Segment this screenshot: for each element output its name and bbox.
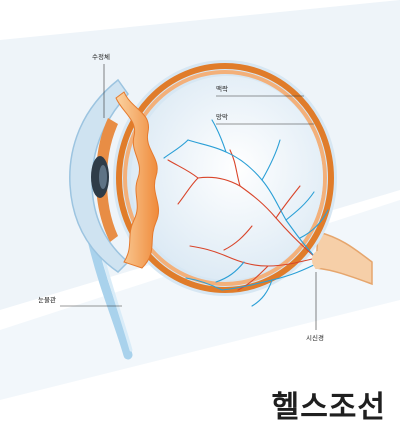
label-lens: 수정체 (92, 52, 110, 61)
vitreous-body (131, 76, 323, 280)
optic-nerve (315, 231, 373, 286)
label-optic-nerve: 시신경 (306, 333, 324, 342)
optic-disc (312, 251, 324, 269)
label-choroid: 맥락 (216, 84, 228, 93)
brand-logo: 헬스조선 (271, 390, 386, 425)
retina-layer (123, 70, 327, 286)
lens (115, 91, 160, 269)
label-retina: 망막 (216, 112, 228, 121)
cornea (69, 78, 130, 273)
retinal-arteries (167, 149, 317, 291)
leader-lines (60, 64, 317, 330)
lacrimal-duct (87, 235, 133, 360)
retinal-veins (163, 119, 329, 307)
pupil-highlight (99, 165, 107, 189)
label-lacrimal: 눈물관 (38, 295, 56, 304)
